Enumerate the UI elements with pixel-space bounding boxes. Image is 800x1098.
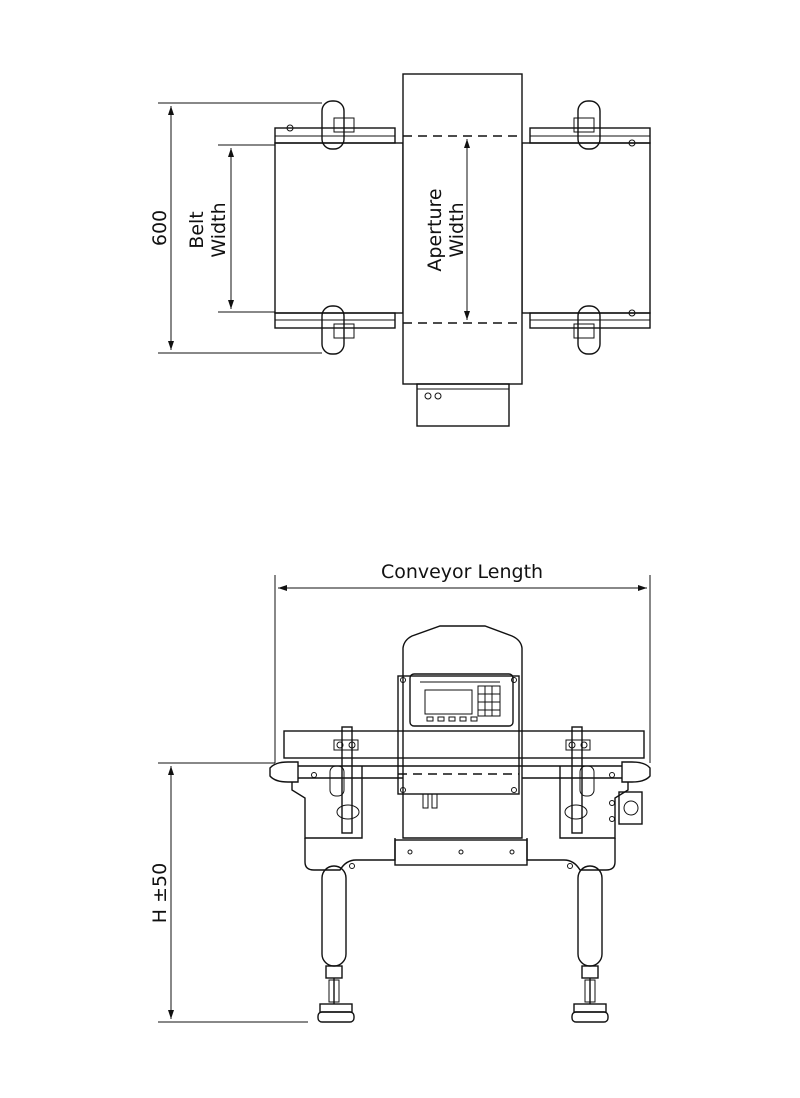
- overall-height-label: 600: [149, 210, 171, 246]
- right-belt-bracket: [571, 726, 583, 834]
- height-label: H ±50: [149, 863, 171, 923]
- top-view: 600 Belt Width Aperture Width: [149, 73, 651, 427]
- left-leg: [317, 865, 355, 1023]
- junction-box: [618, 791, 643, 825]
- base-frame-front: [394, 839, 528, 866]
- aperture-width-label-line1: Aperture: [424, 188, 446, 271]
- belt-width-label-line2: Width: [208, 202, 230, 257]
- left-conveyor-top: [274, 142, 404, 314]
- control-box-top: [416, 383, 510, 427]
- control-panel: [409, 673, 514, 727]
- belt-width-label-line1: Belt: [186, 211, 208, 248]
- conveyor-belt-front: [283, 730, 645, 759]
- aperture-width-label-line2: Width: [446, 202, 468, 257]
- front-view: Conveyor Length: [149, 561, 651, 1023]
- right-conveyor-top: [521, 142, 651, 314]
- right-leg: [571, 865, 609, 1023]
- display-screen: [424, 689, 473, 715]
- aperture-frame: [397, 675, 520, 795]
- detector-head-front: [402, 625, 523, 839]
- left-belt-bracket: [341, 726, 353, 834]
- conveyor-length-label: Conveyor Length: [381, 561, 543, 583]
